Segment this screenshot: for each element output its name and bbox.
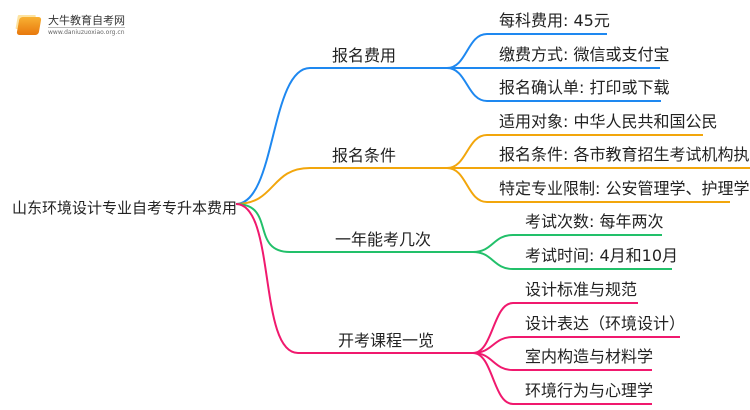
leaf-node[interactable]: 每科费用: 45元 (499, 11, 610, 30)
branch-node[interactable]: 报名费用 (332, 46, 396, 65)
leaf-node[interactable]: 缴费方式: 微信或支付宝 (499, 45, 669, 64)
branch-connector (235, 203, 473, 253)
leaf-node[interactable]: 特定专业限制: 公安管理学、护理学 (499, 179, 749, 198)
leaf-node[interactable]: 环境行为与心理学 (525, 381, 653, 400)
branch-node[interactable]: 开考课程一览 (338, 331, 434, 350)
logo-url: www.daniuzuoxiao.org.cn (48, 27, 125, 36)
leaf-connector (472, 251, 672, 270)
leaf-connector (472, 234, 662, 253)
leaf-node[interactable]: 报名确认单: 打印或下载 (499, 78, 669, 97)
leaf-connector (446, 33, 607, 69)
leaf-connector (472, 352, 652, 405)
leaf-node[interactable]: 报名条件: 各市教育招生考试机构执行 (499, 145, 750, 164)
logo: 大牛教育自考网 www.daniuzuoxiao.org.cn (16, 14, 125, 37)
branch-connector (235, 167, 447, 205)
leaf-node[interactable]: 室内构造与材料学 (525, 347, 653, 366)
leaf-connector (446, 67, 661, 102)
leaf-node[interactable]: 设计标准与规范 (525, 280, 637, 299)
leaf-node[interactable]: 考试次数: 每年两次 (525, 212, 663, 231)
branch-connector (235, 67, 447, 205)
leaf-node[interactable]: 设计表达（环境设计） (525, 314, 685, 333)
leaf-connector (472, 336, 680, 354)
logo-name: 大牛教育自考网 (48, 14, 125, 27)
leaf-connector (472, 302, 638, 354)
leaf-node[interactable]: 适用对象: 中华人民共和国公民 (499, 112, 717, 131)
branch-node[interactable]: 报名条件 (332, 146, 396, 165)
leaf-connector (446, 167, 730, 203)
branch-node[interactable]: 一年能考几次 (335, 230, 431, 249)
root-node: 山东环境设计专业自考专升本费用 (12, 199, 237, 217)
branch-connector (235, 203, 473, 354)
leaf-node[interactable]: 考试时间: 4月和10月 (525, 246, 678, 265)
leaf-connector (446, 134, 703, 169)
